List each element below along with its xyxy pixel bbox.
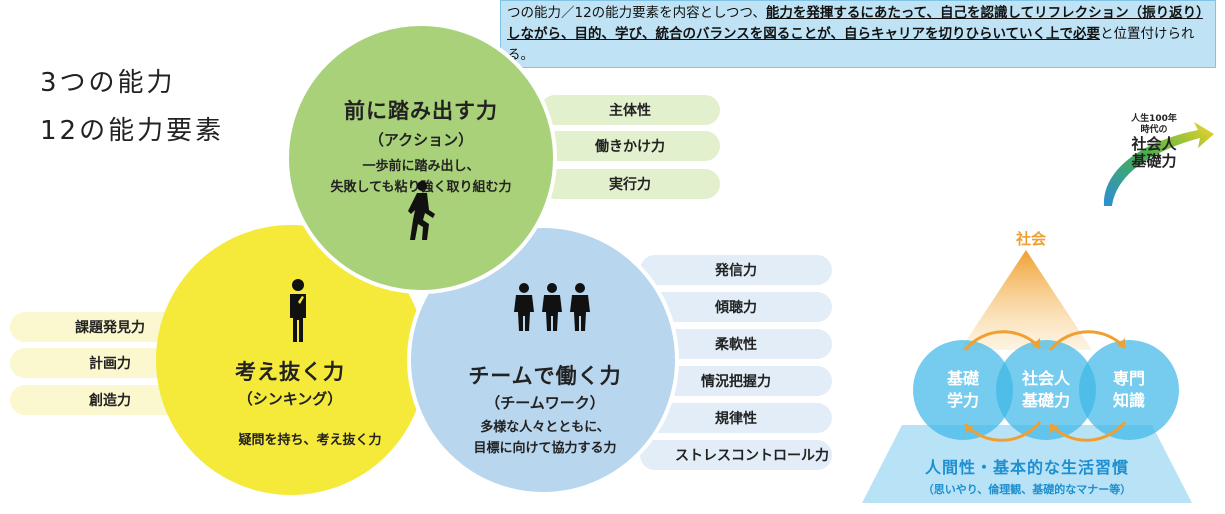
foundation-base: [862, 425, 1192, 503]
description-banner: つの能力／12の能力要素を内容としつつ、能力を発揮するにあたって、自己を認識して…: [500, 0, 1216, 68]
teamwork-subtitle: （チームワーク）: [485, 394, 605, 412]
thinking-desc: 疑問を持ち、考え抜く力: [238, 433, 382, 448]
thinking-title: 考え抜く力: [235, 360, 345, 384]
element-pill-hasshin: 発信力: [640, 255, 832, 285]
cycle-arrows-icon: [963, 330, 1127, 442]
shakaijin-kisoryoku-logo: 人生100年 時代の 社会人 基礎力: [1098, 112, 1218, 212]
action-subtitle: （アクション）: [368, 131, 474, 149]
bubble-3-line1: 専門: [1112, 369, 1145, 388]
society-triangle: [960, 250, 1092, 350]
logo-line2: 時代の: [1140, 125, 1168, 135]
society-label: 社会: [1016, 230, 1047, 248]
bubble-3-line2: 知識: [1112, 391, 1145, 410]
action-desc-line1: 一歩前に踏み出し、: [362, 159, 480, 174]
thinking-subtitle: （シンキング）: [237, 390, 343, 408]
thinking-person-icon: [290, 279, 306, 342]
element-pill-kiritsu: 規律性: [640, 403, 832, 433]
element-pill-stress-control: ストレスコントロール力: [640, 440, 832, 470]
title-twelve-elements: 12の能力要素: [40, 116, 225, 146]
action-circle: [285, 22, 557, 294]
logo-line4: 基礎力: [1131, 152, 1177, 170]
bubble-senmon-chishiki: 専門 知識: [1079, 340, 1179, 440]
teamwork-circle: [407, 224, 679, 496]
logo-line3: 社会人: [1131, 135, 1177, 153]
element-pill-hatarakikake: 働きかけ力: [540, 131, 720, 161]
team-people-icon: [514, 283, 590, 331]
walking-person-icon: [408, 181, 435, 240]
teamwork-title: チームで働く力: [468, 364, 622, 388]
teamwork-desc-line2: 目標に向けて協力する力: [473, 441, 617, 456]
teamwork-desc-line1: 多様な人々とともに、: [480, 420, 610, 435]
bubble-2-line2: 基礎力: [1021, 391, 1070, 410]
bubble-1-line2: 学力: [946, 391, 979, 410]
element-pill-jikkou: 実行力: [540, 169, 720, 199]
foundation-title: 人間性・基本的な生活習慣: [924, 458, 1129, 477]
banner-text-highlight: 能力を発揮するにあたって、自己を認識してリフレクション（振り返り）しながら、目的…: [507, 5, 1203, 42]
bubble-1-line1: 基礎: [946, 369, 979, 388]
action-title: 前に踏み出す力: [344, 99, 498, 123]
banner-text-a: つの能力／12の能力要素を内容としつつ、: [507, 5, 766, 21]
rising-arrow-logo-icon: [1103, 122, 1214, 206]
logo-line1: 人生100年: [1131, 114, 1177, 124]
title-three-abilities: 3つの能力: [40, 68, 176, 98]
foundation-subtitle: （思いやり、倫理観、基礎的なマナー等）: [922, 483, 1132, 496]
element-pill-shutaisei: 主体性: [540, 95, 720, 125]
bubble-2-line1: 社会人: [1021, 369, 1070, 388]
